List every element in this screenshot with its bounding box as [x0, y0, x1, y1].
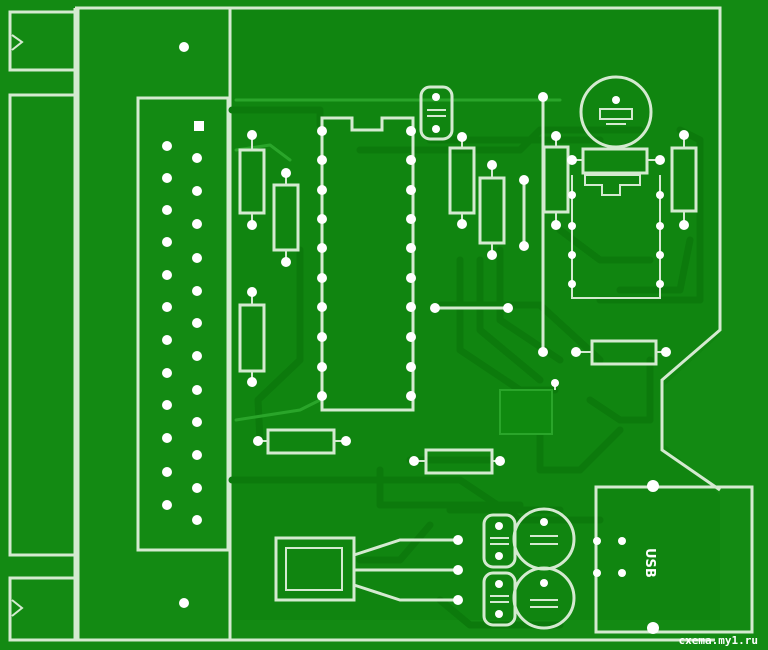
copper-pour — [232, 10, 720, 620]
watermark: cxema.my1.ru — [678, 634, 758, 647]
usb-label: USB — [642, 548, 657, 578]
usb-connector: USB — [593, 480, 754, 634]
transistor — [274, 535, 463, 605]
electrolytic-capacitor-top — [579, 75, 653, 149]
db25-pads — [162, 121, 204, 525]
ic-dip-package — [317, 116, 416, 412]
crystal-socket — [568, 174, 664, 299]
capacitors-bottom — [482, 507, 576, 630]
db25-connector — [8, 6, 232, 642]
wire-jumpers — [430, 92, 559, 390]
capacitor-c1 — [419, 85, 454, 141]
smd-chip — [499, 389, 553, 435]
resistors — [238, 130, 698, 475]
